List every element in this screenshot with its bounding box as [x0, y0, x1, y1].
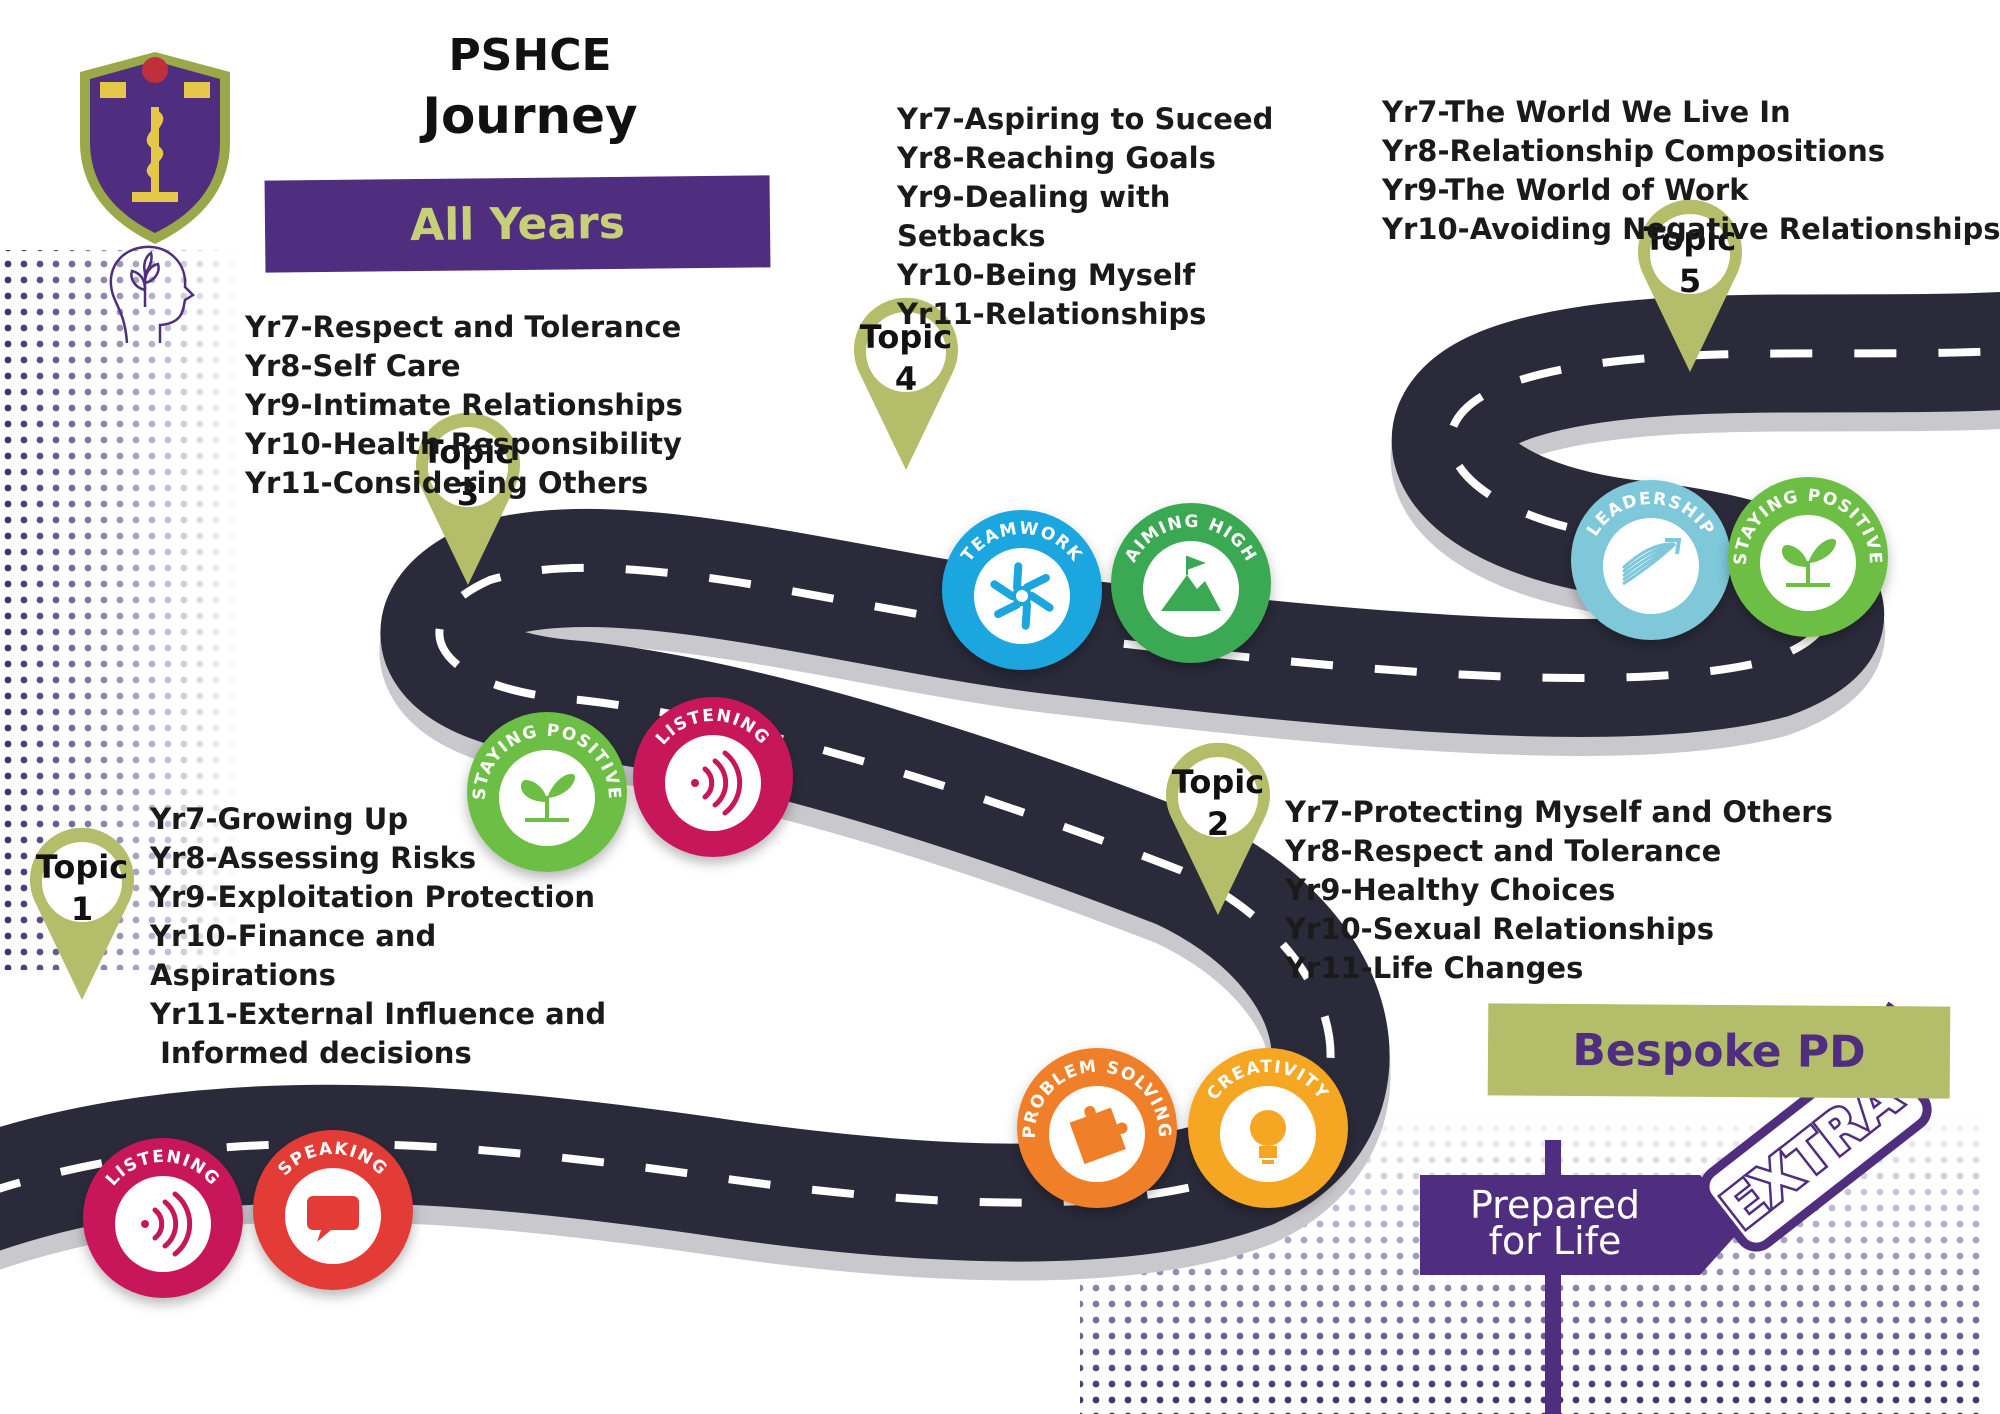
map-pin-topic-3: Topic 3 [416, 412, 520, 585]
map-pin-label: Topic [1644, 220, 1736, 258]
map-pin-label: Topic [1172, 763, 1264, 801]
list-item: Yr7-Growing Up [150, 802, 409, 836]
speech-bubble-icon [307, 1196, 359, 1242]
list-item: Aspirations [150, 958, 336, 992]
list-item: Yr10-Avoiding Negative Relationships [1382, 212, 2000, 246]
list-item: Setbacks [897, 219, 1046, 253]
map-pin-topic-5: Topic 5 [1638, 199, 1742, 372]
map-pin-label: Topic [860, 318, 952, 356]
map-pin-number: 1 [71, 890, 93, 928]
list-item: Yr11-Life Changes [1285, 951, 1584, 985]
map-pin-label: Topic [422, 433, 514, 471]
page-title: PSHCE Journey [395, 28, 665, 148]
skill-badge: CREATIVITY [1188, 1048, 1348, 1208]
puzzle-piece-icon [1069, 1106, 1128, 1165]
list-item: Yr8-Self Care [245, 349, 461, 383]
skill-badge: STAYING POSITIVE [1728, 477, 1888, 637]
seedling-icon [1781, 538, 1837, 587]
skill-badge: LEADERSHIP [1571, 480, 1731, 640]
skill-badge: STAYING POSITIVE [467, 712, 627, 872]
map-pin-label: Topic [36, 848, 128, 886]
list-item: Yr8-Respect and Tolerance [1285, 834, 1722, 868]
list-item: Yr10-Sexual Relationships [1285, 912, 1714, 946]
list-item: Yr7-The World We Live In [1382, 95, 1791, 129]
list-item: Yr9-The World of Work [1382, 173, 1749, 207]
topic1-list: Yr7-Growing Up Yr8-Assessing Risks Yr9-E… [150, 800, 606, 1073]
list-item: Yr10-Health Responsibility [245, 427, 682, 461]
list-item: Yr8-Relationship Compositions [1382, 134, 1886, 168]
map-pin-number: 5 [1679, 262, 1701, 300]
all-years-banner: All Years [264, 175, 771, 273]
map-pin-topic-1: Topic 1 [29, 827, 134, 1000]
topic2-list: Yr7-Protecting Myself and Others Yr8-Res… [1285, 793, 1833, 988]
list-item: Yr7-Protecting Myself and Others [1285, 795, 1833, 829]
bespoke-pd-banner: Bespoke PD [1487, 1003, 1951, 1099]
skill-badge: SPEAKING [253, 1130, 413, 1290]
school-crest-logo [80, 52, 230, 244]
winding-road [0, 291, 2000, 1281]
map-pin-number: 4 [895, 360, 917, 398]
list-item: Yr11-External Influence and [150, 997, 607, 1031]
list-item: Yr9-Healthy Choices [1285, 873, 1616, 907]
map-pin-topic-4: Topic 4 [854, 297, 958, 470]
all-years-list: Yr7-Respect and Tolerance Yr8-Self Care … [245, 308, 683, 503]
lightbulb-icon [1250, 1110, 1286, 1164]
list-item: Informed decisions [150, 1036, 472, 1070]
list-item: Yr11-Considering Others [245, 466, 649, 500]
list-item: Yr9-Dealing with [897, 180, 1171, 214]
topic5-list: Yr7-The World We Live In Yr8-Relationshi… [1382, 93, 2000, 249]
list-item: Yr7-Respect and Tolerance [245, 310, 682, 344]
bespoke-pd-banner-label: Bespoke PD [1572, 1024, 1866, 1078]
sound-waves-icon [141, 1191, 193, 1257]
topic4-list: Yr7-Aspiring to Suceed Yr8-Reaching Goal… [897, 100, 1273, 334]
list-item: Yr11-Relationships [897, 297, 1207, 331]
all-years-banner-label: All Years [409, 197, 626, 251]
page-title-line1: PSHCE [448, 30, 612, 81]
skill-badge: TEAMWORK [942, 510, 1102, 670]
skill-badge: AIMING HIGH [1111, 503, 1271, 663]
signpost: Prepared for Life [1420, 1140, 1745, 1414]
list-item: Yr8-Assessing Risks [150, 841, 477, 875]
list-item: Yr10-Finance and [150, 919, 437, 953]
team-circle-icon [990, 562, 1054, 630]
list-item: Yr9-Intimate Relationships [245, 388, 683, 422]
list-item: Yr7-Aspiring to Suceed [897, 102, 1274, 136]
list-item: Yr9-Exploitation Protection [150, 880, 596, 914]
signpost-line1: Prepared [1470, 1183, 1640, 1227]
list-item: Yr8-Reaching Goals [897, 141, 1216, 175]
mountain-flag-icon [1161, 555, 1221, 611]
head-growth-icon [109, 245, 195, 344]
skill-badge: PROBLEM SOLVING [1017, 1048, 1177, 1208]
map-pin-number: 3 [457, 475, 479, 513]
sound-waves-icon [691, 750, 743, 816]
seedling-icon [520, 773, 576, 822]
map-pin-topic-2: Topic 2 [1166, 742, 1270, 915]
page-title-line2: Journey [422, 87, 638, 145]
list-item: Yr10-Being Myself [897, 258, 1196, 292]
skill-badge: LISTENING [633, 697, 793, 857]
arrow-burst-icon [1621, 538, 1682, 586]
skill-badge: LISTENING [83, 1138, 243, 1298]
map-pin-number: 2 [1207, 805, 1229, 843]
signpost-line2: for Life [1489, 1219, 1622, 1263]
